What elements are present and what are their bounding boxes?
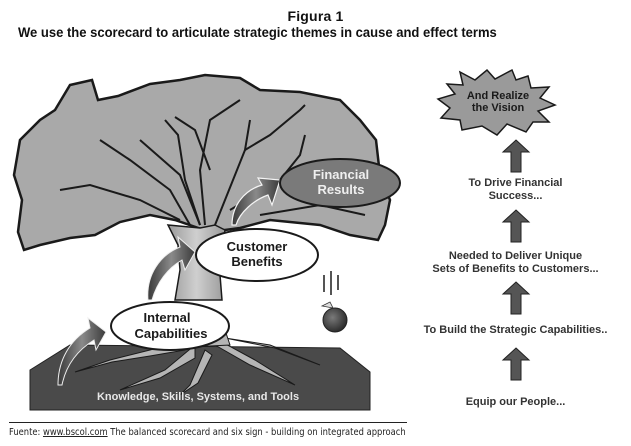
falling-apple-icon: [320, 271, 348, 333]
ground-label: Knowledge, Skills, Systems, and Tools: [97, 391, 299, 403]
customer-benefits-oval: [195, 228, 319, 282]
source-note: Fuente: www.bscol.com The balanced score…: [9, 427, 406, 438]
figure-title: We use the scorecard to articulate strat…: [18, 24, 497, 40]
vision-label-2: the Vision: [472, 102, 525, 114]
financial-results-oval: [279, 158, 401, 208]
customer-label-2: Benefits: [231, 254, 282, 269]
financial-label-1: Financial: [313, 167, 369, 182]
internal-capabilities-oval: [110, 301, 230, 351]
chain-step-people: Equip our People...: [400, 396, 631, 409]
chain-step-line: Needed to Deliver Unique: [448, 250, 583, 262]
growth-arrow-1: [57, 316, 107, 386]
chain-step-line: Equip our People...: [465, 396, 566, 408]
internal-label-1: Internal: [144, 310, 191, 325]
internal-label-2: Capabilities: [135, 326, 208, 341]
chain-step-customers: Needed to Deliver Unique Sets of Benefit…: [400, 250, 631, 276]
chain-step-line: Sets of Benefits to Customers...: [432, 263, 599, 275]
source-text: The balanced scorecard and six sign - bu…: [107, 427, 406, 438]
vision-label-1: And Realize: [467, 90, 529, 102]
source-prefix: Fuente:: [9, 427, 43, 438]
customer-label-1: Customer: [227, 239, 288, 254]
chain-step-financial: To Drive Financial Success...: [400, 177, 631, 203]
financial-label-2: Results: [318, 182, 365, 197]
growth-arrow-3: [231, 177, 281, 226]
chain-step-capabilities: To Build the Strategic Capabilities..: [400, 324, 631, 337]
vision-starburst: [436, 68, 557, 136]
footnote-divider: [9, 422, 407, 423]
growth-arrow-2: [147, 235, 196, 301]
up-arrow-2: [501, 209, 531, 243]
source-link[interactable]: www.bscol.com: [42, 427, 108, 438]
chain-step-line: To Drive Financial: [468, 177, 563, 189]
chain-step-line: To Build the Strategic Capabilities..: [423, 324, 608, 336]
up-arrow-4: [501, 347, 531, 381]
up-arrow-1: [501, 139, 531, 173]
tree-branches: [59, 99, 366, 226]
figure-label: Figura 1: [287, 8, 344, 24]
up-arrow-3: [501, 281, 531, 315]
chain-step-line: Success...: [488, 190, 543, 202]
